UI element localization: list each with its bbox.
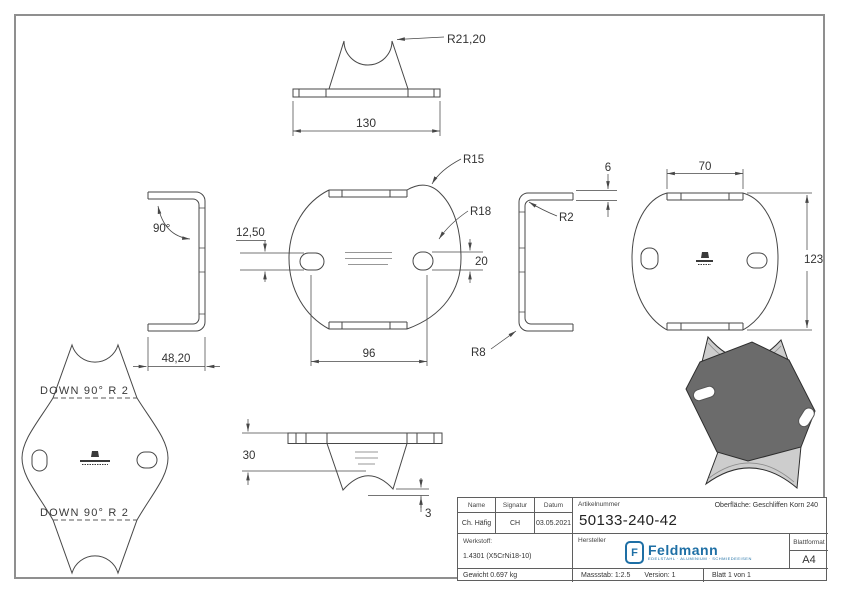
- signature-value: CH: [496, 513, 535, 534]
- feldmann-logo-icon: F: [625, 541, 644, 564]
- dim-r8: R8: [471, 347, 486, 359]
- dim-r15: R15: [463, 154, 484, 166]
- dim-130: 130: [356, 116, 376, 130]
- view-left-profile: 90° 48,20: [133, 191, 220, 371]
- feldmann-logo-text: Feldmann: [648, 542, 719, 558]
- dim-90deg: 90°: [153, 223, 170, 235]
- bend-note-bottom: DOWN 90° R 2: [40, 507, 129, 519]
- surface-label: Oberfläche:: [714, 502, 751, 509]
- dim-70: 70: [699, 161, 712, 173]
- scale-cell: Massstab: 1:2.5 Version: 1: [573, 569, 704, 582]
- dim-3: 3: [425, 508, 431, 520]
- title-block: Name Signatur Datum Ch. Häfig CH 03.05.2…: [457, 497, 828, 582]
- manufacturer-label: Hersteller: [578, 537, 606, 544]
- format-value: A4: [790, 551, 828, 569]
- feldmann-logo-tagline: EDELSTAHL · ALUMINIUM · SCHMIEDEEISEN: [648, 556, 752, 561]
- article-label: Artikelnummer: [578, 501, 620, 508]
- dim-r2: R2: [559, 212, 574, 224]
- dim-r21: R21,20: [447, 32, 486, 46]
- surface-value: Geschliffen Korn 240: [752, 502, 818, 509]
- weight-label: Gewicht 0.697 kg: [458, 569, 573, 582]
- view-flat-pattern: DOWN 90° R 2 DOWN 90° R 2: [21, 343, 169, 575]
- version-label: Version: 1: [644, 572, 676, 579]
- sheet-number-label: Blatt 1 von 1: [712, 572, 751, 579]
- sheet-frame: [14, 14, 825, 579]
- material-value: 1.4301 (X5CrNi18-10): [463, 553, 532, 560]
- dim-20: 20: [475, 256, 488, 268]
- scale-label: Massstab: 1:2.5: [581, 572, 631, 579]
- dim-6: 6: [605, 162, 611, 174]
- view-right-profile: 6 R2 R8: [471, 162, 617, 359]
- name-value: Ch. Häfig: [458, 513, 496, 534]
- date-value: 03.05.2021: [535, 513, 573, 534]
- format-label: Blattformat: [790, 534, 828, 551]
- view-3d-isometric: [685, 335, 816, 489]
- view-bottom: 30 3: [242, 419, 443, 520]
- material-cell: Werkstoff: 1.4301 (X5CrNi18-10): [458, 534, 573, 569]
- view-side-plate: 70 123: [631, 161, 823, 331]
- article-number: 50133-240-42: [579, 512, 678, 529]
- view-front-plate: R15 R18 12,50 20 96: [236, 154, 491, 366]
- date-label: Datum: [535, 498, 573, 513]
- dim-r18: R18: [470, 206, 491, 218]
- feldmann-logo: F Feldmann EDELSTAHL · ALUMINIUM · SCHMI…: [625, 541, 752, 564]
- bend-note-top: DOWN 90° R 2: [40, 385, 129, 397]
- dim-96: 96: [363, 348, 376, 360]
- dim-30: 30: [243, 450, 256, 462]
- dim-4820: 48,20: [162, 353, 191, 365]
- dim-123: 123: [804, 254, 823, 266]
- name-label: Name: [458, 498, 496, 513]
- article-cell: Artikelnummer 50133-240-42 Oberfläche: G…: [573, 498, 828, 534]
- dim-1250: 12,50: [236, 227, 265, 239]
- signature-label: Signatur: [496, 498, 535, 513]
- manufacturer-cell: Hersteller F Feldmann EDELSTAHL · ALUMIN…: [573, 534, 790, 569]
- material-label: Werkstoff:: [463, 538, 493, 545]
- view-top-saddle: R21,20 130: [292, 32, 486, 136]
